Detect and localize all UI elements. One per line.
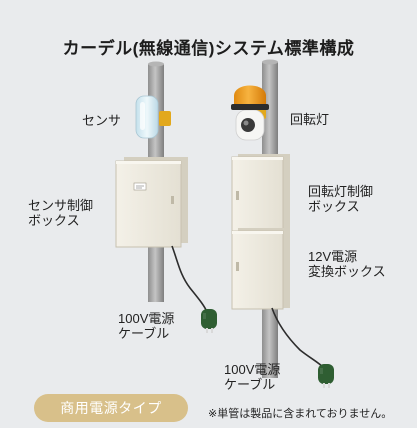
left-power-plug: [201, 309, 217, 333]
lamp-label: 回転灯: [290, 112, 330, 127]
left-power-cable: [171, 245, 217, 333]
lamp-control-box-label: 回転灯制御 ボックス: [308, 184, 374, 214]
rotating-lamp-unit: [231, 85, 269, 141]
commercial-power-type-button[interactable]: 商用電源タイプ: [34, 394, 188, 422]
sensor-unit: [135, 95, 171, 139]
converter-box: [231, 228, 290, 310]
left-cable-label: 100V電源 ケーブル: [118, 311, 175, 341]
right-cable-label: 100V電源 ケーブル: [224, 362, 281, 392]
lamp-control-box: [231, 154, 290, 236]
sensor-control-box-label: センサ制御 ボックス: [28, 198, 94, 228]
sensor-control-box: [115, 157, 188, 248]
sensor-label: センサ: [82, 113, 122, 128]
diagram-title: カーデル(無線通信)システム標準構成: [62, 39, 355, 58]
footnote: ※単管は製品に含まれておりません。: [208, 408, 393, 420]
right-power-cable: [271, 307, 334, 388]
right-power-plug: [318, 364, 334, 388]
converter-box-label: 12V電源 変換ボックス: [308, 249, 386, 279]
